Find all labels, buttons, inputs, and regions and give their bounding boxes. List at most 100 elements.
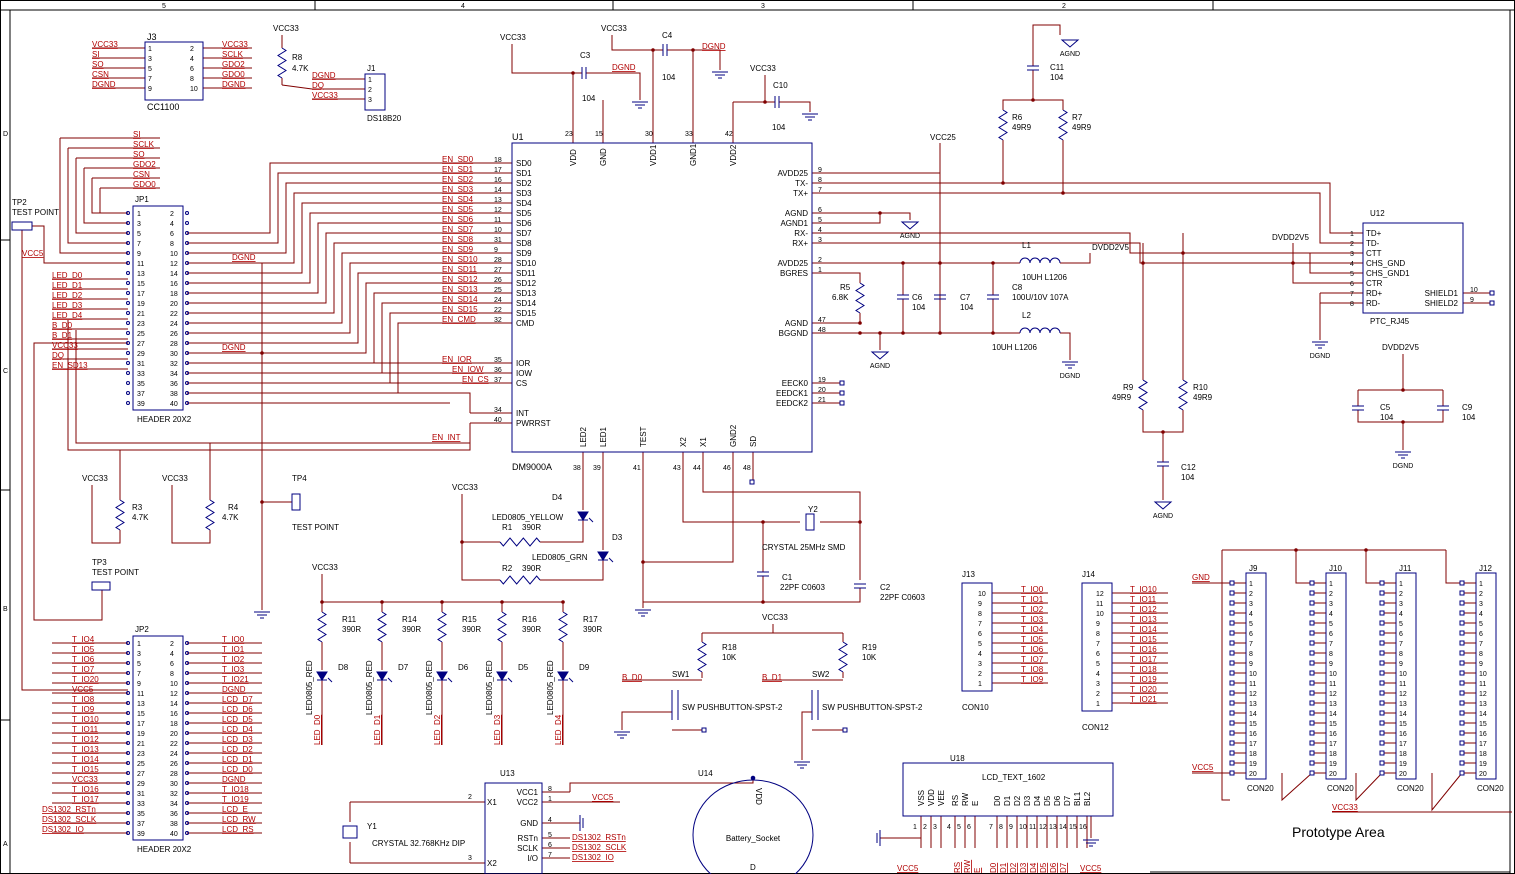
pin-terminal (1379, 740, 1385, 746)
net-label: EN_SD6 (442, 215, 474, 224)
pin-number: 21 (137, 741, 145, 748)
pin-number: 15 (1399, 721, 1407, 728)
pin-number: 19 (818, 377, 826, 384)
pin-number: 33 (137, 801, 145, 808)
ref-label: D9 (579, 663, 590, 672)
pin-name: INT (516, 409, 529, 418)
pin-name: RS (951, 795, 960, 806)
pin-number: 18 (1479, 751, 1487, 758)
power-label: VCC33 (500, 33, 526, 42)
pin-number: 48 (818, 327, 826, 334)
pin-terminal (126, 381, 130, 385)
wire (75, 158, 128, 234)
pin-name: VEE (937, 790, 946, 806)
pin-number: 3 (137, 651, 141, 658)
net-label: B_D1 (762, 673, 783, 682)
pin-number: 4 (978, 651, 982, 658)
pin-terminal (126, 751, 130, 755)
pin-number: 1 (1329, 581, 1333, 588)
ref-label: U12 (1370, 209, 1385, 218)
pin-number: 19 (1399, 761, 1407, 768)
net-label: DS1302_RSTn (42, 805, 96, 814)
pin-terminal (185, 771, 189, 775)
net-label: T_IO18 (222, 785, 249, 794)
resistor (497, 611, 507, 643)
pin-name: CS (516, 379, 527, 388)
led-icon (568, 677, 574, 683)
pin-terminal (1309, 740, 1315, 746)
pin-number: 5 (957, 824, 961, 831)
pin-number: 2 (170, 641, 174, 648)
net-label: T_IO7 (1021, 655, 1044, 664)
pin-number: 16 (494, 177, 502, 184)
net-label: LCD_D6 (222, 705, 253, 714)
pin-number: 9 (1470, 297, 1474, 304)
pin-terminal (1459, 740, 1465, 746)
ref-label: C1 (782, 573, 793, 582)
pin-number: 18 (1399, 751, 1407, 758)
net-label: VCC33 (312, 91, 338, 100)
value-label: 49R9 (1193, 393, 1213, 402)
net-label: GDO0 (222, 70, 245, 79)
wire (187, 252, 440, 324)
value-label: 104 (1380, 413, 1394, 422)
pin-terminal (126, 221, 130, 225)
ref-label: R11 (342, 615, 357, 624)
pin-number: 11 (1096, 601, 1103, 608)
pin-name: SD6 (516, 219, 532, 228)
pin-terminal (185, 231, 189, 235)
ref-label: SW1 (672, 670, 690, 679)
net-label: T_IO6 (1021, 645, 1044, 654)
pin-number: 26 (494, 277, 502, 284)
pin-number: 6 (1329, 631, 1333, 638)
ref-label: R2 (502, 564, 513, 573)
pin-name: CTT (1366, 249, 1382, 258)
pin-number: 10 (170, 251, 178, 258)
net-label: LED_D4 (52, 311, 83, 320)
net-label: EN_SD3 (442, 185, 474, 194)
wire (840, 272, 861, 283)
pin-number: 14 (1399, 711, 1407, 718)
value-label: 390R (402, 625, 421, 634)
pin-number: 35 (137, 381, 145, 388)
pin-name: X1 (487, 798, 497, 807)
pin-name: RD- (1366, 299, 1381, 308)
junction (901, 331, 905, 335)
part-label: TEST POINT (12, 208, 59, 217)
pin-number: 16 (1079, 824, 1087, 831)
resistor (855, 282, 865, 314)
net-label: DGND (222, 775, 246, 784)
pin-number: 32 (170, 361, 178, 368)
net-label: T_IO6 (72, 655, 95, 664)
net-label: T_IO3 (222, 665, 245, 674)
power-label: VCC33 (162, 474, 188, 483)
pin-number: 46 (723, 465, 731, 472)
net-label: EN_SD12 (442, 275, 478, 284)
pin-number: 14 (494, 187, 502, 194)
wire (840, 192, 1345, 244)
net-label: EN_SD13 (442, 285, 478, 294)
pin-name: LED1 (599, 426, 608, 447)
junction (440, 600, 444, 604)
led-icon (387, 677, 393, 683)
pin-number: 7 (548, 852, 552, 859)
wire (187, 212, 440, 284)
pin-number: 17 (1399, 741, 1407, 748)
net-label: DGND (702, 42, 726, 51)
pin-number: 1 (548, 796, 552, 803)
wire (1142, 410, 1184, 433)
pin-number: 38 (170, 821, 178, 828)
pin-terminal (1459, 730, 1465, 736)
crystal-y2 (805, 513, 815, 531)
junction (858, 520, 862, 524)
net-label: B_D0 (622, 673, 643, 682)
pin-number: 7 (148, 76, 152, 83)
pin-number: 3 (1329, 601, 1333, 608)
pin-terminal (1379, 720, 1385, 726)
wire (171, 485, 211, 544)
junction (1161, 430, 1165, 434)
pin-number: 31 (494, 237, 502, 244)
pin-number: 37 (494, 377, 502, 384)
junction (901, 261, 905, 265)
part-label: HEADER 20X2 (137, 845, 192, 854)
